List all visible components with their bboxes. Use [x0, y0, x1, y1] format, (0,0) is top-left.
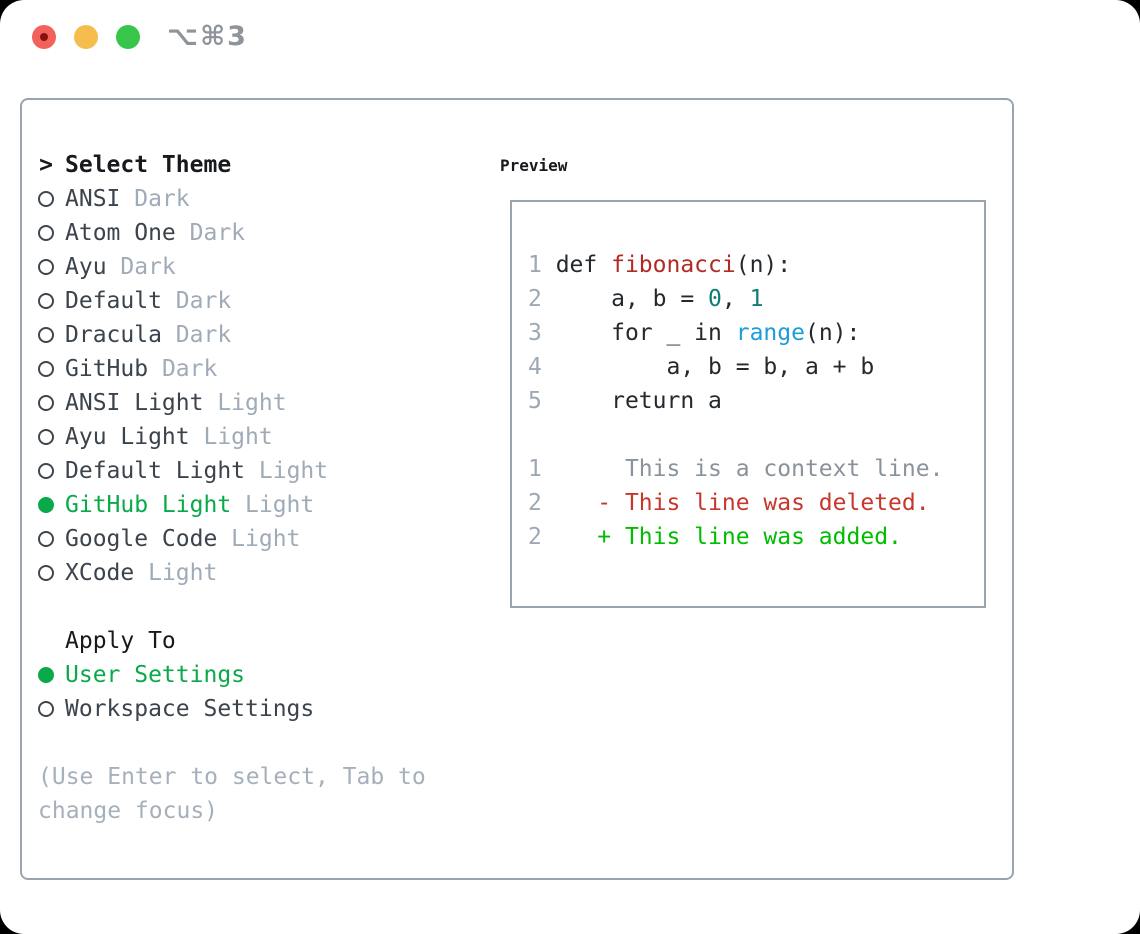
- preview-box: 1 def fibonacci(n): 2 a, b = 0, 1 3 for _ …: [510, 200, 986, 608]
- option-label: ANSI Dark: [65, 186, 190, 212]
- theme-option-ayu-light[interactable]: Ayu Light Light: [38, 420, 426, 454]
- radio-icon: [38, 361, 54, 377]
- preview-line: 2 - This line was deleted.: [528, 490, 930, 516]
- preview-line: [528, 418, 943, 452]
- radio-selected-icon: [38, 667, 54, 683]
- radio-icon: [38, 327, 54, 343]
- preview-line: 1 This is a context line.: [528, 456, 944, 482]
- option-label: Workspace Settings: [65, 696, 315, 722]
- preview-line: 2 a, b = 0, 1: [528, 286, 764, 312]
- radio-icon: [38, 191, 54, 207]
- theme-option-default-light[interactable]: Default Light Light: [38, 454, 426, 488]
- radio-icon: [38, 701, 54, 717]
- apply-to-header: Apply To: [38, 624, 426, 658]
- spacer: [38, 590, 426, 624]
- option-label: Dracula Dark: [65, 322, 232, 348]
- theme-option-dracula[interactable]: Dracula Dark: [38, 318, 426, 352]
- option-label: GitHub Light Light: [65, 492, 315, 518]
- option-label: Atom One Dark: [65, 220, 246, 246]
- theme-option-github[interactable]: GitHub Dark: [38, 352, 426, 386]
- option-label: XCode Light: [65, 560, 218, 586]
- radio-icon: [38, 429, 54, 445]
- option-label: Ayu Dark: [65, 254, 176, 280]
- option-label: Google Code Light: [65, 526, 301, 552]
- select-theme-title: Select Theme: [65, 152, 232, 178]
- preview-line: 4 a, b = b, a + b: [528, 354, 875, 380]
- theme-option-ayu[interactable]: Ayu Dark: [38, 250, 426, 284]
- select-theme-header: > Select Theme: [38, 148, 426, 182]
- radio-selected-icon: [38, 497, 54, 513]
- theme-option-github-light[interactable]: GitHub Light Light: [38, 488, 426, 522]
- apply-to-title: Apply To: [65, 628, 176, 654]
- preview-header-row: Preview: [500, 148, 567, 182]
- option-label: Default Light Light: [65, 458, 329, 484]
- close-button[interactable]: [32, 25, 56, 49]
- zoom-button[interactable]: [116, 25, 140, 49]
- theme-option-google-code[interactable]: Google Code Light: [38, 522, 426, 556]
- option-label: ANSI Light Light: [65, 390, 287, 416]
- theme-option-xcode[interactable]: XCode Light: [38, 556, 426, 590]
- indent-spacer: [38, 633, 54, 649]
- theme-option-ansi[interactable]: ANSI Dark: [38, 182, 426, 216]
- radio-icon: [38, 225, 54, 241]
- radio-icon: [38, 259, 54, 275]
- preview-line: 1 def fibonacci(n):: [528, 252, 792, 278]
- radio-icon: [38, 531, 54, 547]
- radio-icon: [38, 293, 54, 309]
- option-label: Ayu Light Light: [65, 424, 273, 450]
- theme-option-atom-one[interactable]: Atom One Dark: [38, 216, 426, 250]
- option-label: GitHub Dark: [65, 356, 218, 382]
- option-label: User Settings: [65, 662, 246, 688]
- radio-icon: [38, 463, 54, 479]
- window-shortcut-label: ⌥⌘3: [167, 21, 248, 52]
- option-label: Default Dark: [65, 288, 232, 314]
- apply-option-workspace-settings[interactable]: Workspace Settings: [38, 692, 426, 726]
- radio-icon: [38, 565, 54, 581]
- minimize-button[interactable]: [74, 25, 98, 49]
- hint-text: (Use Enter to select, Tab to change focu…: [38, 764, 426, 824]
- preview-code: 1 def fibonacci(n): 2 a, b = 0, 1 3 for _ …: [528, 248, 943, 554]
- theme-option-ansi-light[interactable]: ANSI Light Light: [38, 386, 426, 420]
- radio-icon: [38, 395, 54, 411]
- preview-line: 3 for _ in range(n):: [528, 320, 861, 346]
- theme-option-default[interactable]: Default Dark: [38, 284, 426, 318]
- preview-title: Preview: [500, 155, 568, 175]
- prompt-cursor-icon: >: [39, 152, 53, 178]
- preview-line: 2 + This line was added.: [528, 524, 902, 550]
- spacer: [38, 726, 426, 760]
- preview-line: 5 return a: [528, 388, 722, 414]
- apply-option-user-settings[interactable]: User Settings: [38, 658, 426, 692]
